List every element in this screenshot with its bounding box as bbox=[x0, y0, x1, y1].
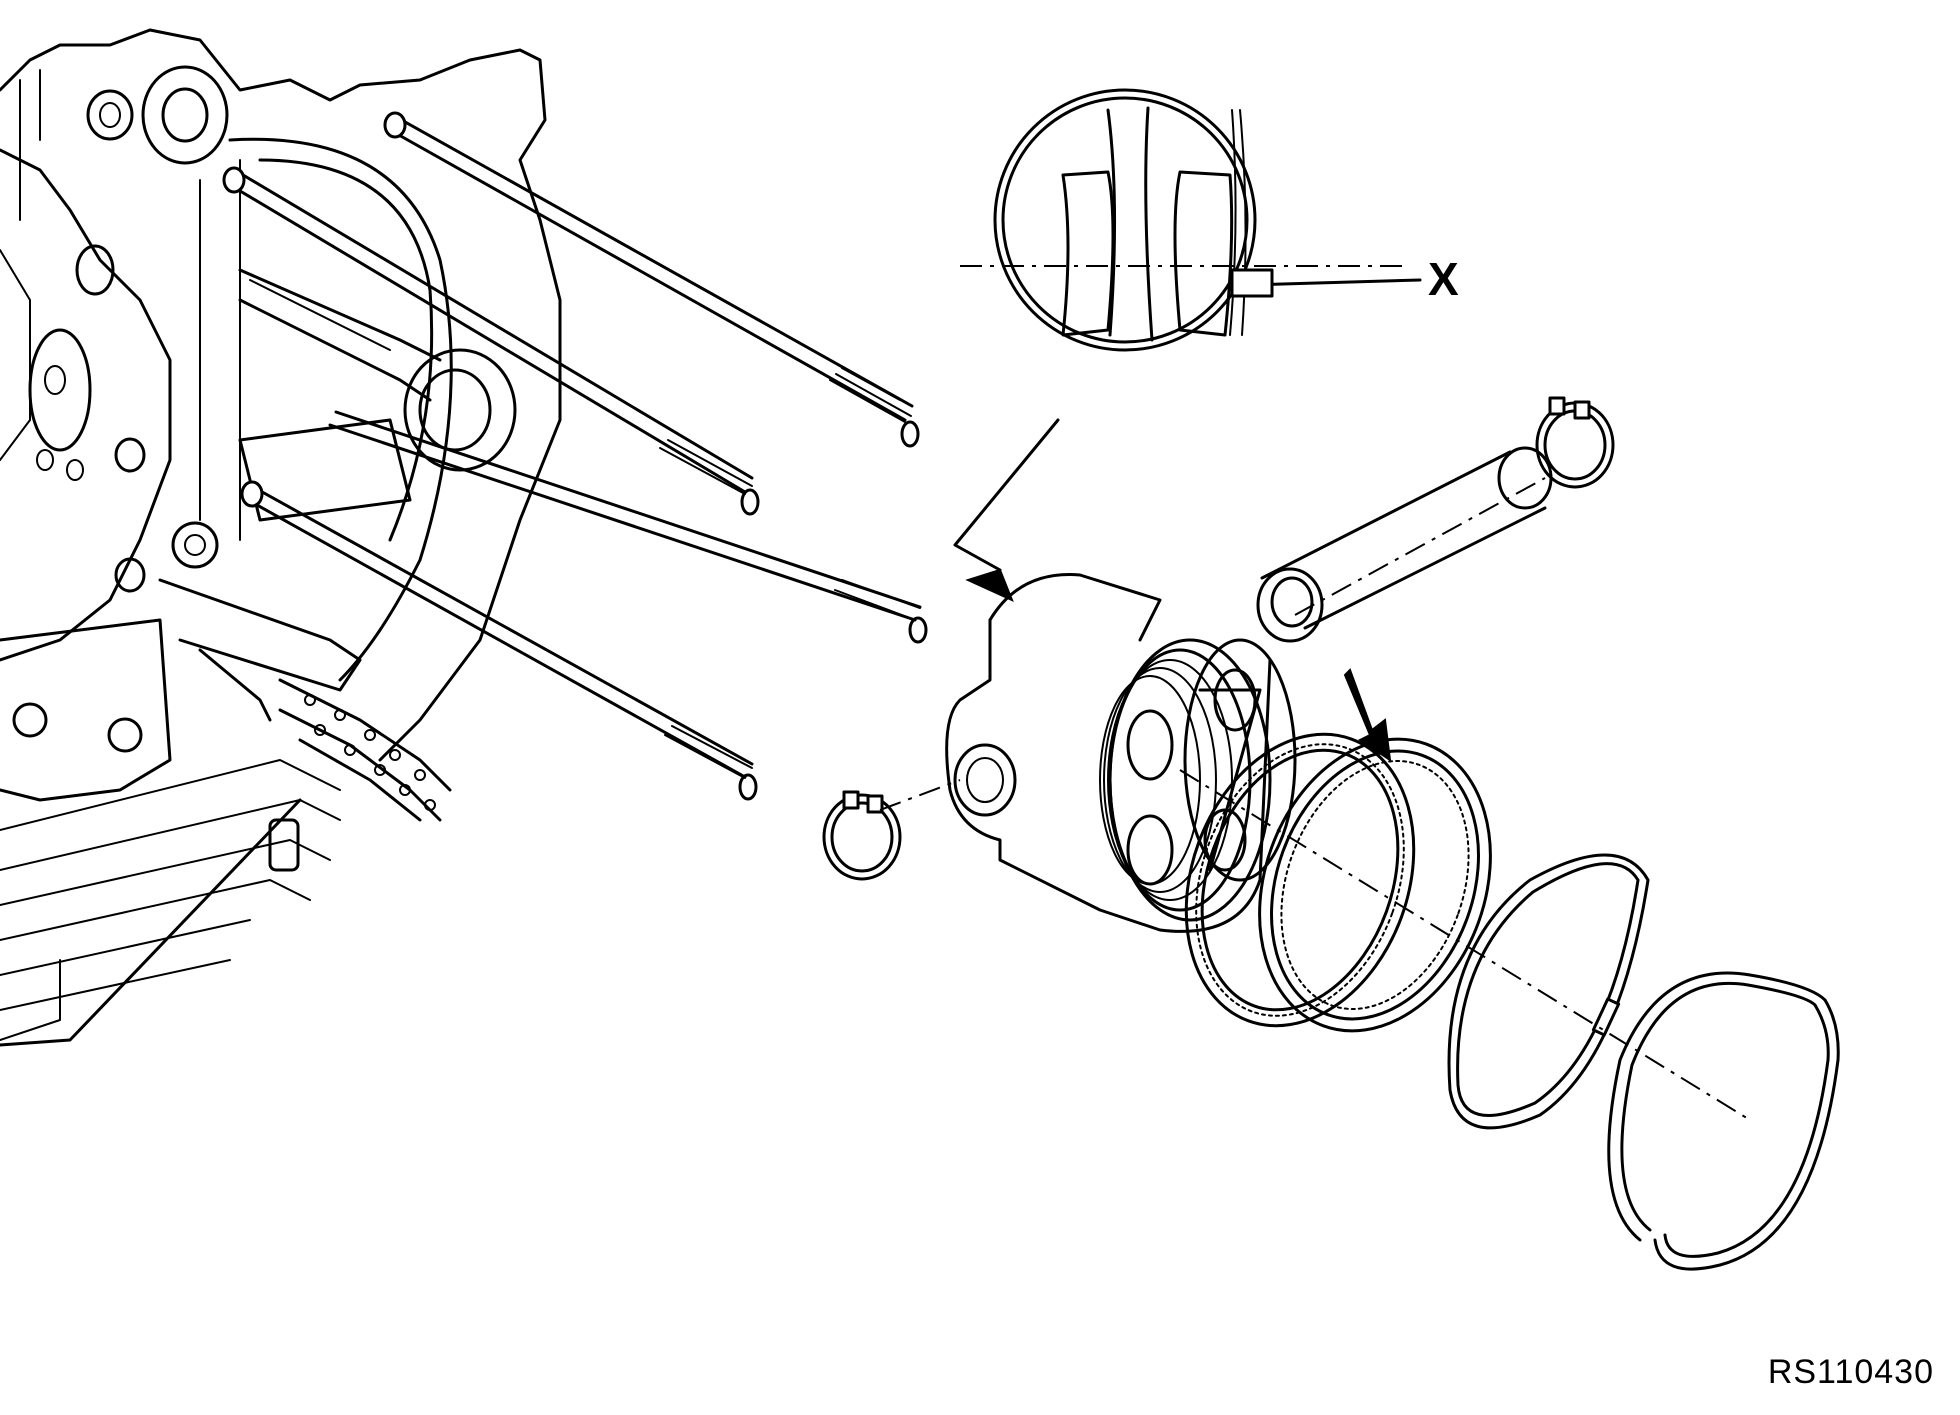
callout-label-x: X bbox=[1428, 253, 1459, 305]
timing-chain bbox=[158, 578, 452, 822]
circlip-right bbox=[1535, 396, 1615, 489]
axis-line-left bbox=[879, 779, 961, 811]
gudgeon-pin bbox=[1256, 446, 1553, 643]
oil-control-ring bbox=[1258, 668, 1492, 1033]
top-compression-ring bbox=[1607, 971, 1840, 1271]
circlip-left bbox=[822, 790, 902, 881]
piston-crown-detail: X bbox=[953, 88, 1459, 602]
axis-line-rings bbox=[1179, 769, 1751, 1121]
axis-line-pin bbox=[1294, 477, 1546, 616]
figure-reference-code: RS110430 bbox=[1767, 1353, 1934, 1391]
cylinder-studs bbox=[222, 111, 928, 801]
sump-ribs bbox=[0, 759, 341, 1047]
piston bbox=[945, 573, 1297, 933]
leader-arrowhead bbox=[965, 568, 1014, 602]
second-compression-ring bbox=[1447, 853, 1650, 1130]
oil-ring-expander bbox=[1184, 732, 1416, 1028]
connecting-rod bbox=[238, 268, 517, 472]
ring-gap-arrow bbox=[1343, 668, 1392, 763]
engine-block bbox=[0, 28, 562, 1047]
